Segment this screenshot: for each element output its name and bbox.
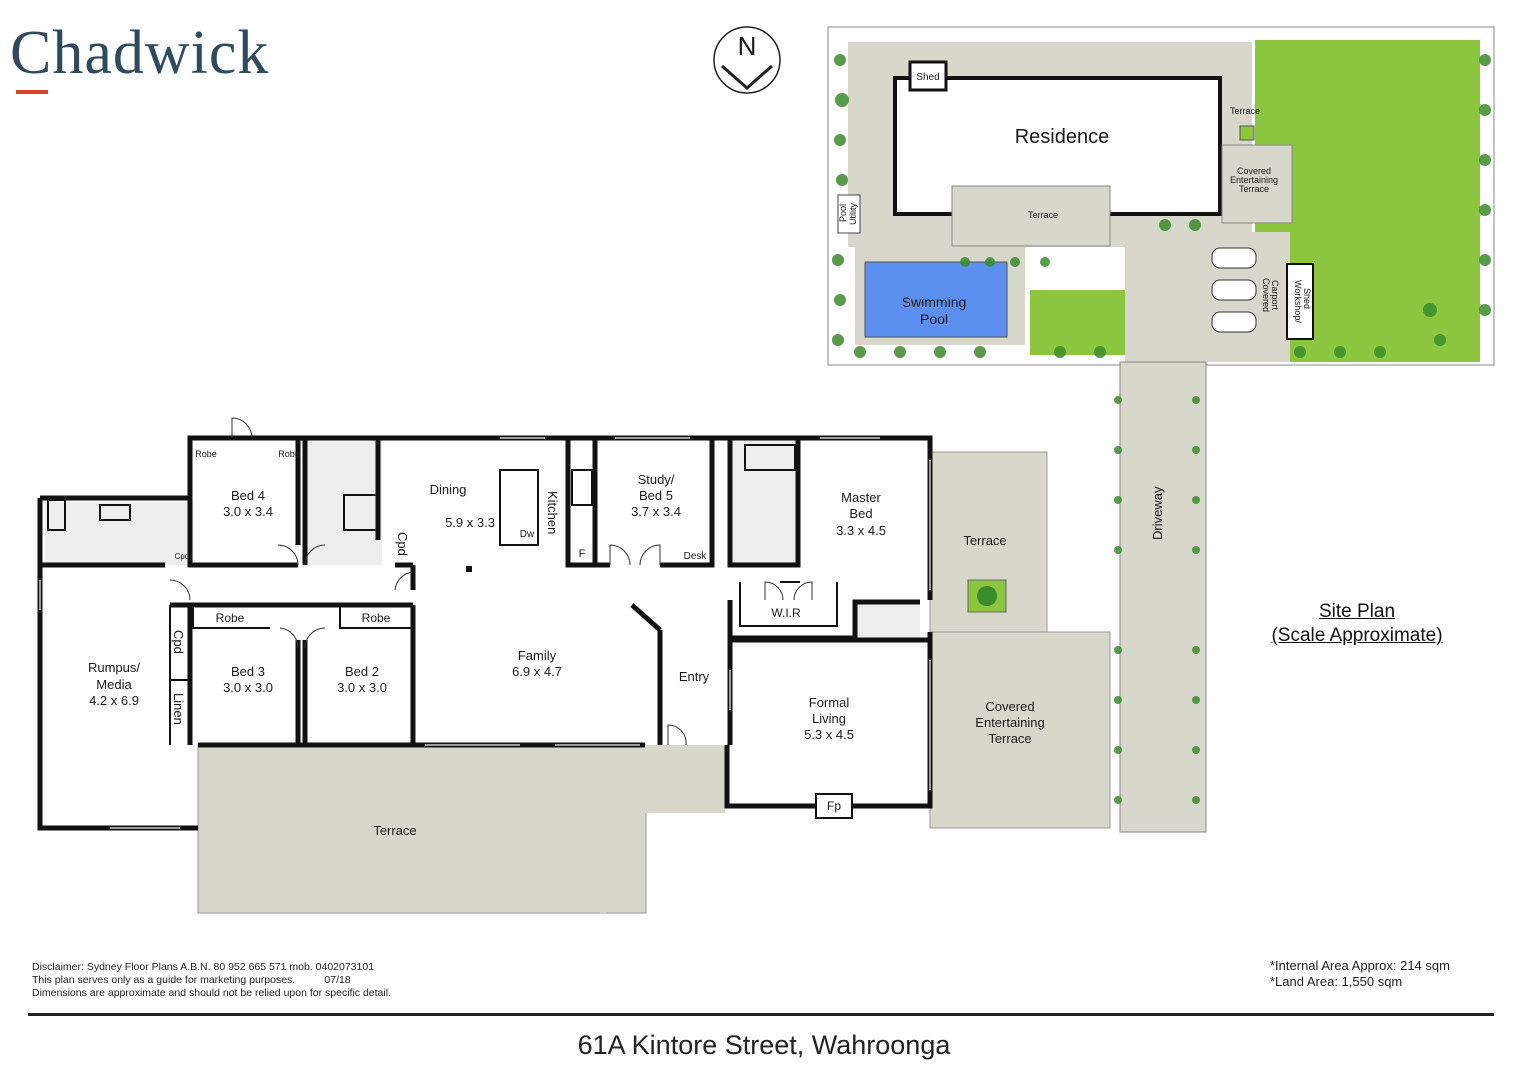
covered-terrace-label-3: Terrace: [988, 731, 1031, 746]
room-dining-name: Dining: [430, 482, 467, 497]
wir-label: W.I.R: [771, 606, 801, 620]
linen-label: Linen: [171, 693, 186, 725]
room-study-name: Study/: [638, 472, 675, 487]
room-bed3-name: Bed 3: [231, 664, 265, 679]
swimming-pool: [864, 261, 1008, 338]
disclaimer: Disclaimer: Sydney Floor Plans A.B.N. 80…: [32, 961, 391, 1000]
kitchen-label: Kitchen: [545, 491, 560, 534]
covered-terrace-label-2: Entertaining: [975, 715, 1044, 730]
robe-bed4-right-label: Robe: [278, 449, 300, 459]
site-pool-label-2: Pool: [920, 311, 948, 327]
north-compass-icon: N: [713, 26, 781, 94]
site-carport-label-1: Covered: [1261, 278, 1271, 312]
room-formal-size: 5.3 x 4.5: [804, 727, 854, 742]
site-workshop-label-1: Workshop/: [1293, 280, 1303, 323]
room-study-name2: Bed 5: [639, 488, 673, 503]
dishwasher-label: Dw: [520, 529, 535, 540]
robe-bed4-left-label: Robe: [195, 449, 217, 459]
room-entry-name: Entry: [679, 669, 710, 684]
room-bed3-size: 3.0 x 3.0: [223, 680, 273, 695]
cpd-laundry-label: Cpd: [175, 552, 190, 561]
room-formal-name2: Living: [812, 711, 846, 726]
site-carport-label-2: Carport: [1270, 280, 1280, 311]
brand-logo: Chadwick: [10, 19, 270, 87]
disclaimer-line3: Dimensions are approximate and should no…: [32, 987, 391, 999]
site-pool-label-1: Swimming: [902, 294, 967, 310]
terrace-main-label: Terrace: [373, 823, 416, 838]
site-plan-title-line1: Site Plan: [1318, 601, 1396, 622]
footer-divider: [28, 1013, 1494, 1016]
land-area: *Land Area: 1,550 sqm: [1270, 974, 1403, 989]
room-family-name: Family: [518, 648, 557, 663]
site-plan-title-line2: (Scale Approximate): [1271, 625, 1443, 646]
room-bed4-size: 3.0 x 3.4: [223, 504, 273, 519]
internal-area: *Internal Area Approx: 214 sqm: [1270, 958, 1450, 973]
site-driveway-label: Driveway: [1150, 486, 1165, 540]
site-plan-title: Site Plan (Scale Approximate): [1262, 600, 1452, 648]
room-rumpus-name: Rumpus/: [88, 660, 140, 675]
room-rumpus-name2: Media: [96, 677, 132, 692]
site-terrace-mid-label: Terrace: [1028, 210, 1058, 220]
site-covered-terrace-label-2: Entertaining: [1230, 175, 1278, 185]
disclaimer-line1: Disclaimer: Sydney Floor Plans A.B.N. 80…: [32, 961, 375, 973]
robe-bed2-label: Robe: [362, 611, 391, 625]
site-lawn-front: [1030, 290, 1125, 355]
room-dining-size: 5.9 x 3.3: [445, 515, 495, 530]
compass-label: N: [738, 31, 757, 61]
room-rumpus-size: 4.2 x 6.9: [89, 693, 139, 708]
fireplace-label: Fp: [827, 799, 841, 813]
site-shed-label: Shed: [916, 72, 939, 83]
property-address: 61A Kintore Street, Wahroonga: [577, 1030, 951, 1060]
cpd-bath-label: Cpd: [395, 532, 410, 556]
site-pool-utility-label-2: Utility: [848, 203, 858, 225]
room-bed4-name: Bed 4: [231, 488, 265, 503]
driveway: [1119, 361, 1207, 833]
terrace-main-area: [197, 744, 647, 914]
room-master-name: Master: [841, 490, 881, 505]
room-master-size: 3.3 x 4.5: [836, 523, 886, 538]
area-summary: *Internal Area Approx: 214 sqm *Land Are…: [1270, 958, 1450, 990]
site-covered-terrace-label-3: Terrace: [1239, 184, 1269, 194]
site-residence-label: Residence: [1015, 126, 1110, 148]
desk-label: Desk: [684, 551, 708, 562]
room-bed2-size: 3.0 x 3.0: [337, 680, 387, 695]
room-family-size: 6.9 x 4.7: [512, 664, 562, 679]
room-bed2-name: Bed 2: [345, 664, 379, 679]
site-covered-terrace-label-1: Covered: [1237, 166, 1271, 176]
room-formal-name: Formal: [809, 695, 850, 710]
disclaimer-line2: This plan serves only as a guide for mar…: [32, 974, 351, 986]
site-terrace-top-label: Terrace: [1230, 106, 1260, 116]
cpd-hall-label: Cpd: [171, 630, 186, 654]
room-master-name2: Bed: [849, 506, 872, 521]
fridge-label: F: [579, 548, 586, 560]
robe-bed3-label: Robe: [216, 611, 245, 625]
site-workshop-label-2: Shed: [1302, 288, 1312, 309]
terrace-side-label: Terrace: [963, 533, 1006, 548]
room-study-size: 3.7 x 3.4: [631, 504, 681, 519]
brand-accent-bar: [16, 90, 48, 94]
covered-terrace-label-1: Covered: [985, 699, 1034, 714]
covered-terrace-area: [929, 631, 1111, 829]
site-pool-utility-label-1: Pool: [838, 204, 848, 222]
